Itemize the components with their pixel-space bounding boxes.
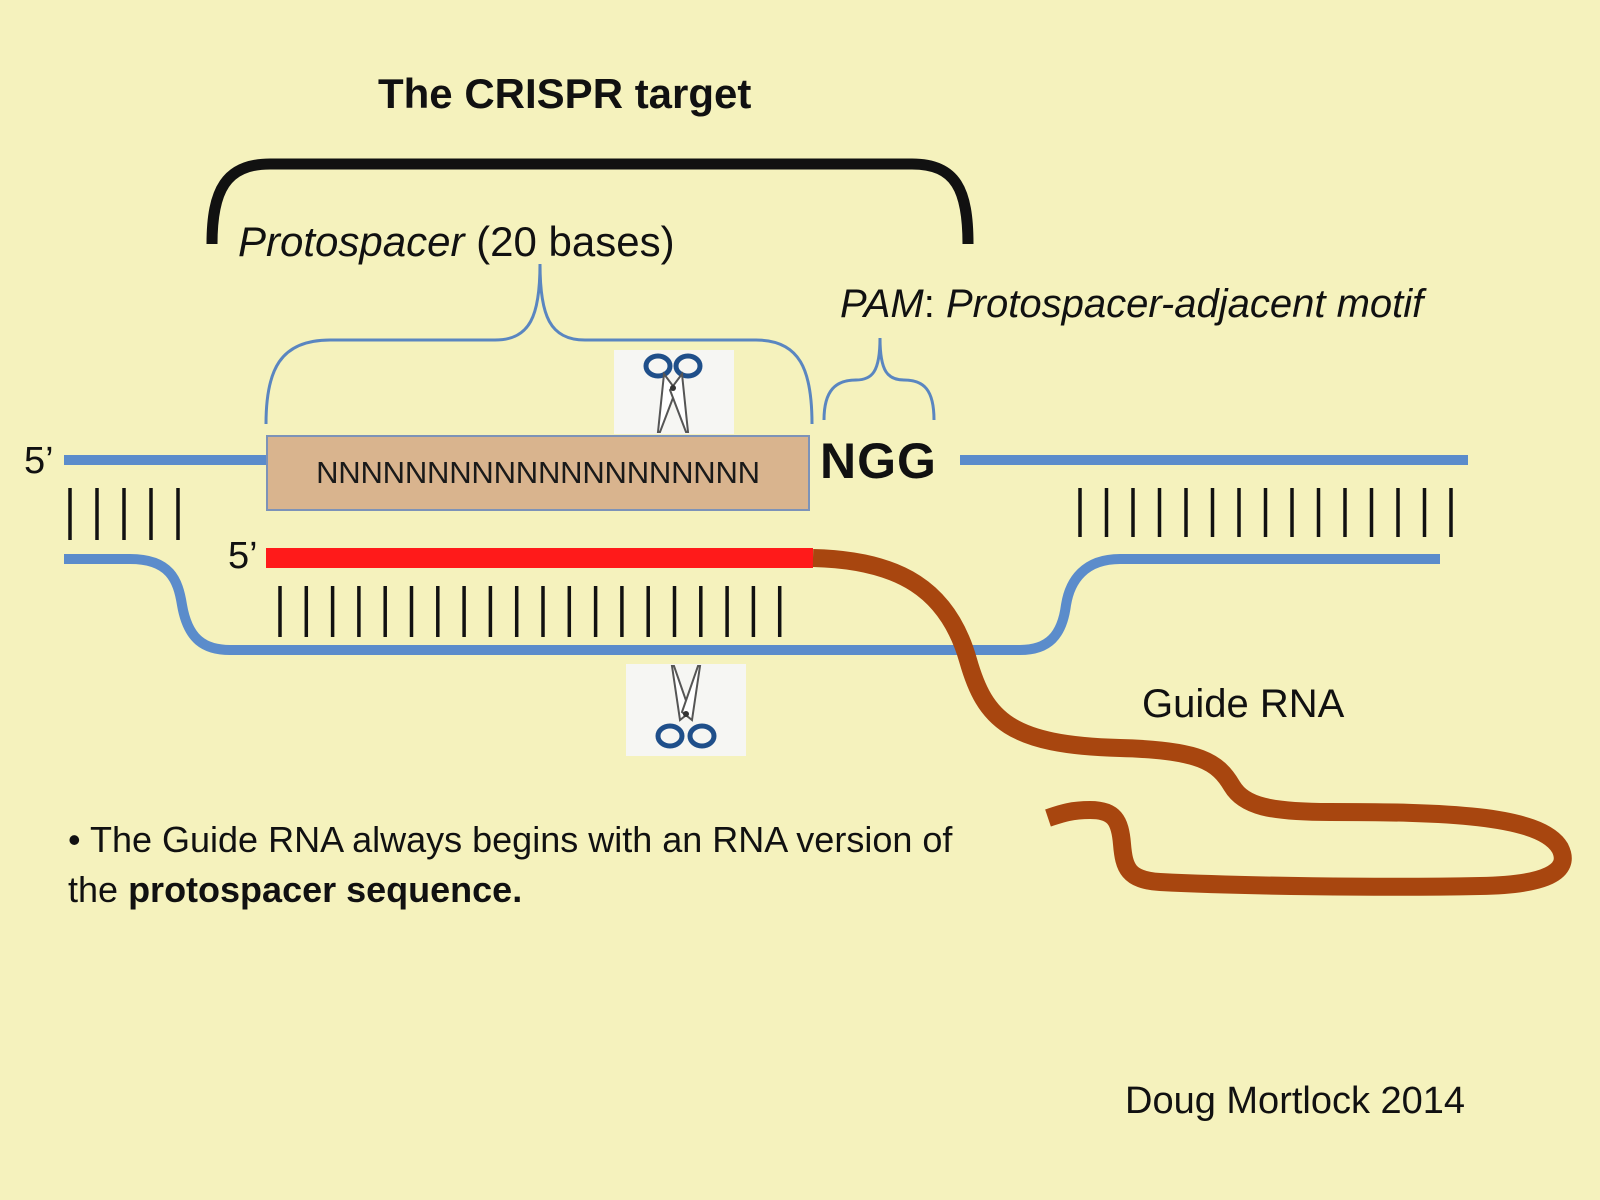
five-prime-top-label: 5’	[24, 440, 54, 482]
protospacer-sequence: NNNNNNNNNNNNNNNNNNNN	[316, 455, 760, 490]
bottom-dna-strand	[64, 554, 1440, 655]
protospacer-brace	[264, 263, 814, 425]
guide-rna-scaffold	[812, 549, 1572, 896]
diagram-title: The CRISPR target	[378, 70, 752, 117]
bullet-marker: •	[68, 819, 81, 860]
pam-abbr: PAM	[840, 282, 924, 326]
guide-rna-label: Guide RNA	[1142, 682, 1345, 726]
scissors-tile-top	[614, 350, 734, 434]
protospacer-name: Protospacer	[238, 218, 465, 265]
protospacer-label: Protospacer (20 bases)	[238, 218, 675, 266]
pam-full-name: Protospacer-adjacent motif	[945, 282, 1424, 326]
base-pairs-guide-target	[278, 586, 782, 637]
author-credit: Doug Mortlock 2014	[1125, 1080, 1466, 1122]
scissors-icon	[643, 353, 703, 433]
scissors-icon	[655, 665, 717, 749]
protospacer-sequence-box: NNNNNNNNNNNNNNNNNNNN	[266, 435, 810, 511]
pam-sequence: NGG	[820, 433, 937, 489]
pam-separator: :	[923, 282, 935, 326]
pam-label: PAM: Protospacer-adjacent motif	[840, 282, 1423, 327]
pam-brace	[822, 337, 936, 421]
five-prime-guide-label: 5’	[228, 535, 258, 577]
bullet-text: The Guide RNA always begins with an RNA …	[68, 819, 953, 910]
scissors-tile-bottom	[626, 664, 746, 756]
bullet-bold-text: protospacer sequence.	[128, 869, 523, 910]
protospacer-detail: (20 bases)	[476, 218, 675, 265]
bullet-note: • The Guide RNA always begins with an RN…	[68, 815, 968, 915]
crispr-target-bracket	[206, 158, 974, 245]
base-pairs-left	[68, 488, 180, 540]
base-pairs-right	[1078, 488, 1453, 537]
